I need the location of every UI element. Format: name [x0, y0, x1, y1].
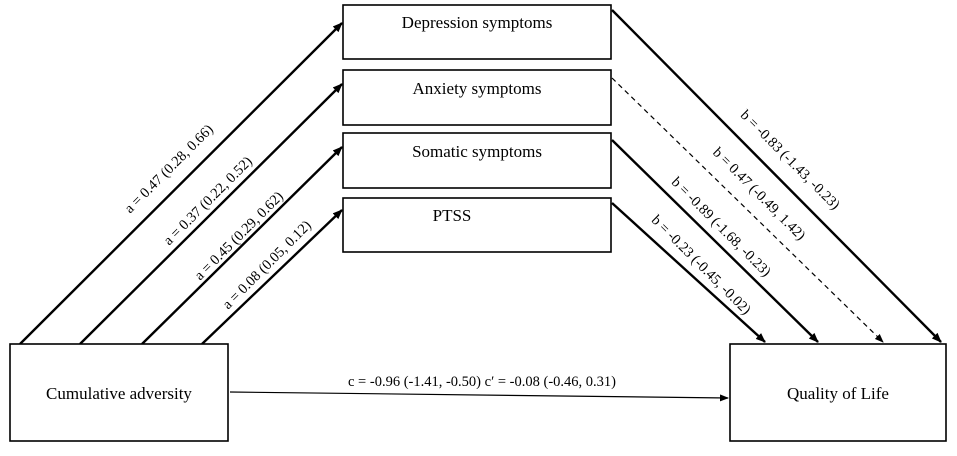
path-c-direct-arrow [229, 391, 729, 402]
node-qol-label: Quality of Life [787, 384, 889, 403]
node-qol-box [729, 343, 947, 442]
node-adversity: Cumulative adversity [9, 343, 229, 442]
path-a-depression-arrow [19, 22, 343, 345]
path-a-anxiety-arrow [79, 83, 343, 345]
path-b-anxiety-arrow [611, 77, 884, 343]
node-ptss-label: PTSS [433, 206, 472, 225]
path-a-ptss-arrow [201, 209, 343, 345]
path-a-somatic-arrow [141, 146, 343, 345]
path-b-somatic-arrow [611, 139, 819, 343]
path-b-ptss-arrow [611, 202, 766, 343]
node-adversity-label: Cumulative adversity [46, 384, 192, 403]
node-qol: Quality of Life [729, 343, 947, 442]
node-somatic-label: Somatic symptoms [412, 142, 542, 161]
path-c-direct-label: c = -0.96 (-1.41, -0.50) c′ = -0.08 (-0.… [348, 374, 616, 390]
node-adversity-box [9, 343, 229, 442]
node-somatic-box [342, 132, 612, 189]
node-somatic: Somatic symptoms [342, 132, 612, 189]
node-anxiety-label: Anxiety symptoms [413, 79, 542, 98]
node-anxiety-box [342, 69, 612, 126]
node-depression: Depression symptoms [342, 4, 612, 60]
path-b-depression-arrow [611, 9, 942, 343]
node-anxiety: Anxiety symptoms [342, 69, 612, 126]
node-ptss-box [342, 197, 612, 253]
node-ptss: PTSS [342, 197, 612, 253]
node-depression-label: Depression symptoms [402, 13, 553, 32]
node-depression-box [342, 4, 612, 60]
